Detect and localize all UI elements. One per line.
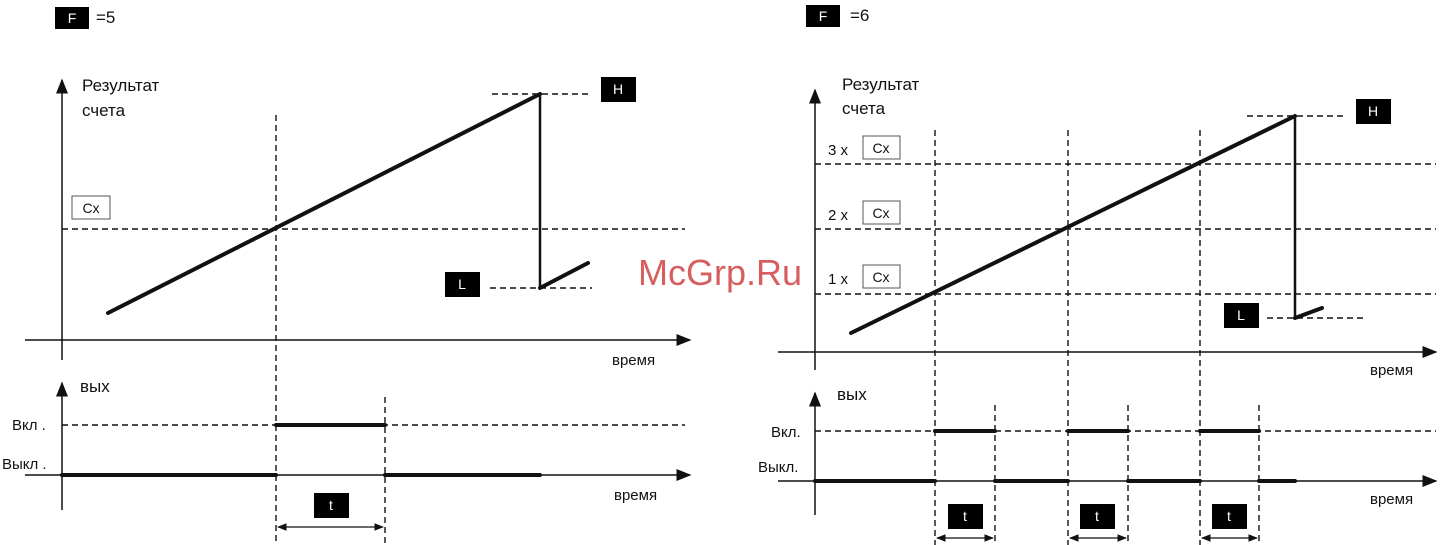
right-off-label: Выкл. [758, 459, 798, 476]
left-t-label: t [329, 497, 333, 513]
left-on-label: Вкл . [12, 417, 46, 434]
left-mode-box-label: F [68, 10, 77, 26]
right-ylabel-2: счета [842, 99, 886, 118]
left-out-label: вых [80, 377, 110, 396]
left-h-label: H [613, 81, 623, 97]
left-ylabel-1: Результат [82, 76, 160, 95]
right-mode-value: =6 [850, 6, 869, 25]
right-time-label-1: время [1370, 362, 1413, 379]
left-mode-value: =5 [96, 8, 115, 27]
right-t-label-2: t [1095, 508, 1099, 524]
right-mode-box-label: F [819, 8, 828, 24]
left-time-label-1: время [612, 352, 655, 369]
left-time-label-2: время [614, 487, 657, 504]
right-m3-label: 3 x [828, 142, 849, 159]
right-cx1-label: Cx [872, 269, 889, 285]
right-l-label: L [1237, 307, 1245, 323]
right-count-ramp [851, 116, 1295, 333]
right-count-restart [1295, 308, 1322, 318]
left-off-label: Выкл . [2, 456, 47, 473]
right-time-label-2: время [1370, 491, 1413, 508]
left-l-label: L [458, 276, 466, 292]
right-out-label: вых [837, 385, 867, 404]
right-cx3-label: Cx [872, 140, 889, 156]
left-panel: F =5 Результат счета время Cx H L вых Вк… [2, 7, 690, 545]
left-cx-label: Cx [82, 200, 99, 216]
right-t-label-1: t [963, 508, 967, 524]
right-m2-label: 2 x [828, 207, 849, 224]
right-panel: F =6 Результат счета время 3 x Cx 2 x Cx… [758, 5, 1436, 545]
right-m1-label: 1 x [828, 271, 849, 288]
right-cx2-label: Cx [872, 205, 889, 221]
right-t-label-3: t [1227, 508, 1231, 524]
left-ylabel-2: счета [82, 101, 126, 120]
watermark: McGrp.Ru [638, 252, 802, 293]
left-count-restart [540, 263, 588, 288]
right-on-label: Вкл. [771, 424, 801, 441]
right-h-label: H [1368, 103, 1378, 119]
right-ylabel-1: Результат [842, 75, 920, 94]
